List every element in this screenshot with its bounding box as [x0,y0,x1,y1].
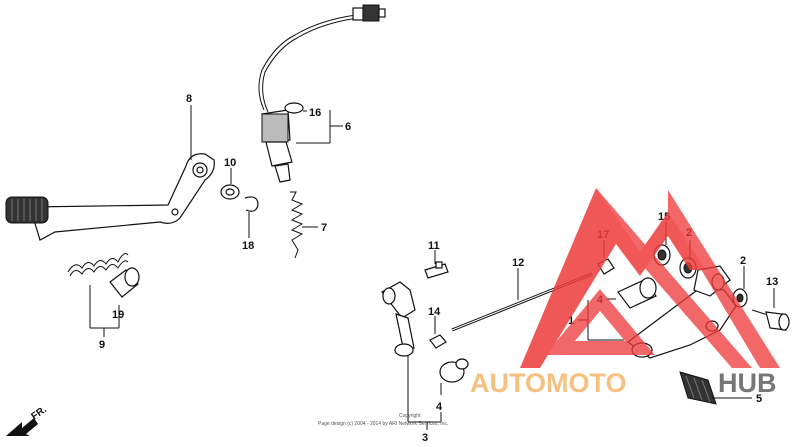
bolt-11 [424,250,449,279]
callout-10: 10 [224,157,236,169]
spring-7 [290,191,318,259]
callout-12: 12 [512,257,524,269]
watermark-text-a: AUTOMOTO [470,368,627,398]
callout-11: 11 [428,240,440,252]
footpeg-rubber-5 [679,371,752,405]
callout-2b: 2 [740,255,746,267]
callout-4a: 4 [436,401,443,413]
joint-4a [439,358,469,395]
callout-5: 5 [756,393,762,405]
copyright-line-2: Page design (c) 2004 - 2014 by ARI Netwo… [318,421,448,427]
clip-18 [244,196,259,238]
collar-19 [109,267,140,298]
callout-18: 18 [242,240,254,252]
watermark-text-b: HUB [718,368,777,398]
nut-14 [429,316,447,349]
callout-19: 19 [112,309,124,321]
bolt-13 [751,288,790,331]
callout-1: 1 [568,315,574,327]
pedal-rubber [5,196,49,224]
callout-16: 16 [309,107,321,119]
callout-bracket-3 [407,356,442,430]
gear-shift-pedal [5,105,215,241]
copyright-line-1: Copyright [399,413,421,419]
callout-13: 13 [766,276,778,288]
callout-6: 6 [345,121,351,133]
callout-7: 7 [321,222,327,234]
callout-3: 3 [422,432,428,444]
callout-bracket-9 [89,285,120,337]
callout-9: 9 [99,339,105,351]
watermark-logo: AUTOMOTO HUB [470,188,780,398]
washer-10 [220,168,240,200]
neutral-switch-cable [258,4,386,183]
return-spring [67,253,129,277]
callout-8: 8 [186,93,192,105]
joint-4b [606,277,657,309]
front-direction-arrow: FR. [6,404,49,436]
callout-14: 14 [428,306,441,318]
shift-arm [381,281,416,357]
